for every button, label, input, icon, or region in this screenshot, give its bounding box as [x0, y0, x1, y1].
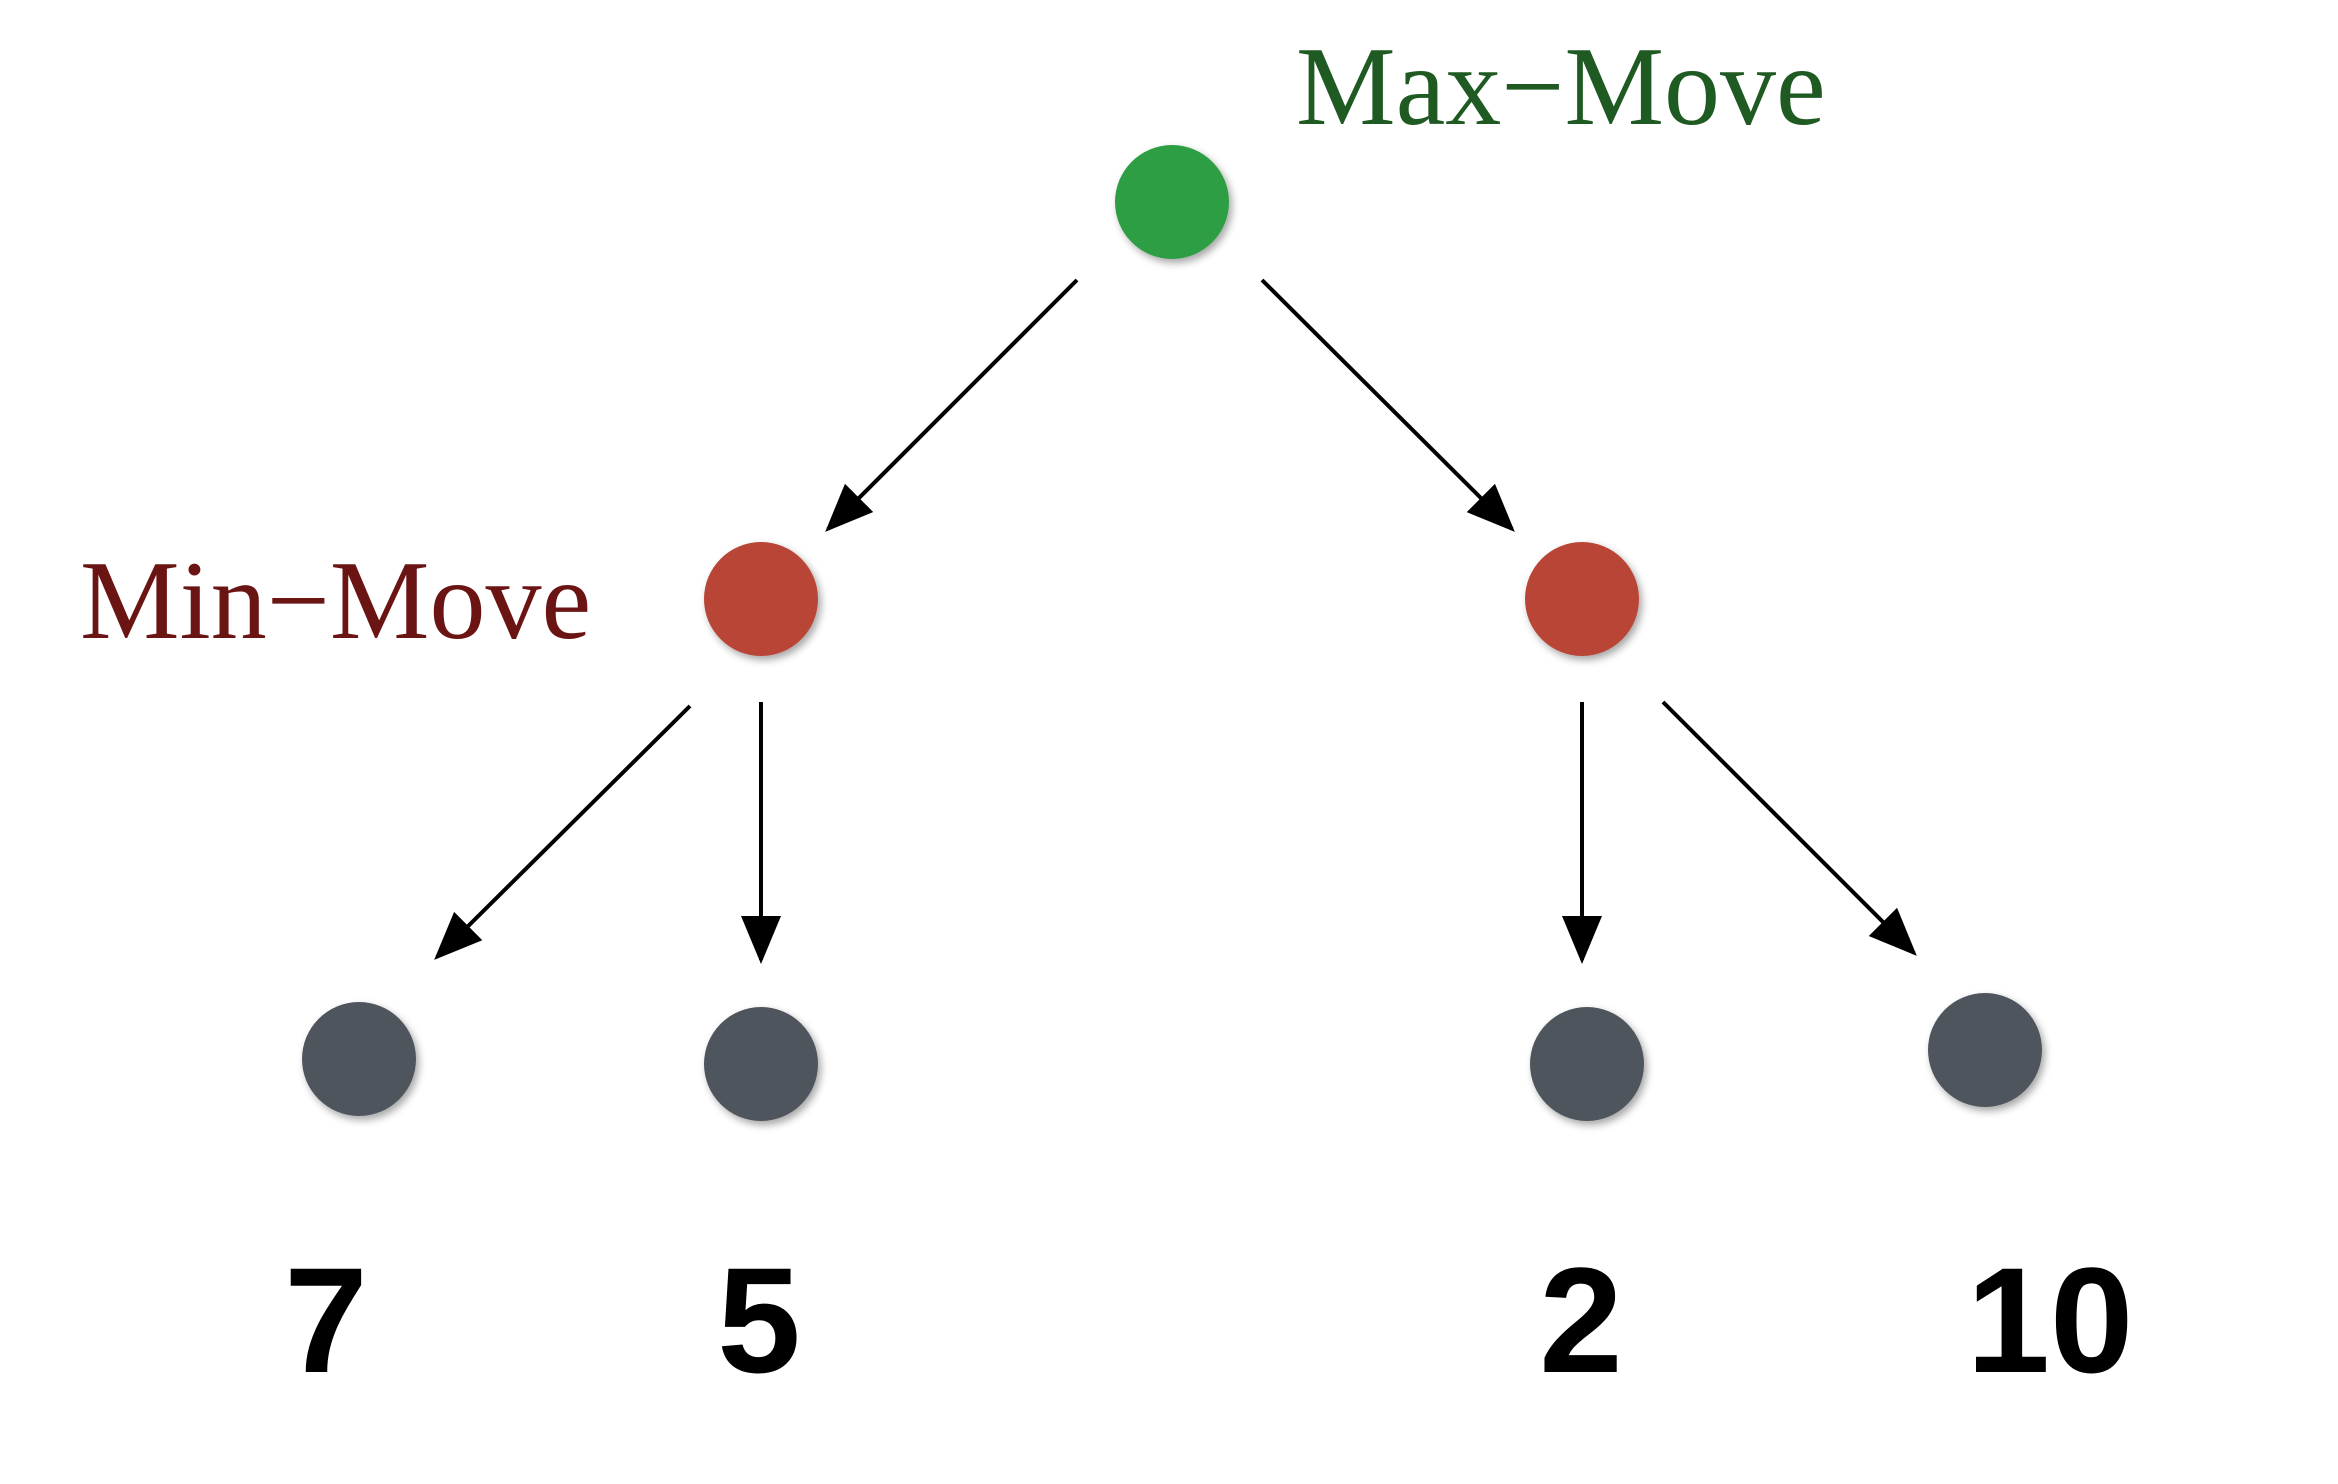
leaf-node-2	[704, 1007, 818, 1121]
min-node-left	[704, 542, 818, 656]
leaf-value-2: 5	[717, 1236, 800, 1404]
min-node-right	[1525, 542, 1639, 656]
edge-root-to-min-left	[825, 278, 1079, 532]
tree-nodes	[302, 145, 2042, 1121]
edge-root-to-min-right	[1260, 278, 1515, 532]
min-move-label: Min−Move	[80, 539, 591, 663]
edge-min-left-to-leaf-1	[434, 704, 692, 960]
edge-min-right-to-leaf-4	[1661, 700, 1917, 956]
max-node	[1115, 145, 1229, 259]
leaf-node-4	[1928, 993, 2042, 1107]
leaf-value-1: 7	[284, 1236, 367, 1404]
tree-edges	[434, 278, 1917, 964]
leaf-node-1	[302, 1002, 416, 1116]
leaf-node-3	[1530, 1007, 1644, 1121]
max-move-label: Max−Move	[1296, 25, 1826, 149]
leaf-value-4: 10	[1967, 1236, 2134, 1404]
leaf-value-3: 2	[1539, 1236, 1622, 1404]
